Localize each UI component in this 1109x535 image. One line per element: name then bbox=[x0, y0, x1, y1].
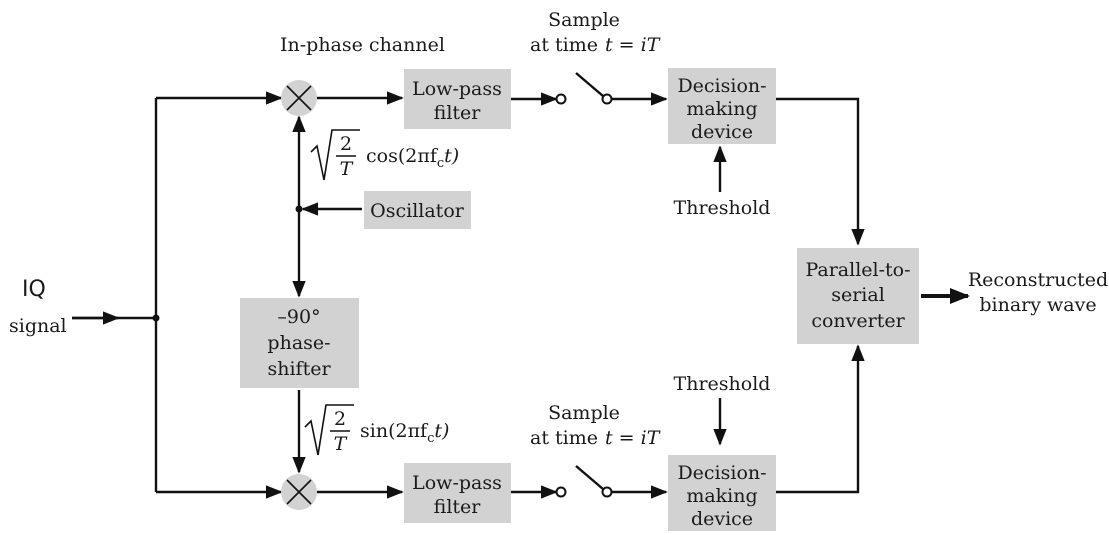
in-phase-channel-label: In-phase channel bbox=[280, 34, 445, 56]
oscillator-box: Oscillator bbox=[364, 191, 471, 229]
lower-sample-prefix: at time bbox=[530, 427, 598, 449]
sin-sqrt-num: 2 bbox=[334, 408, 346, 430]
input-signal-label: signal bbox=[9, 315, 67, 337]
p2s-line3: converter bbox=[811, 310, 905, 332]
upper-lowpass-filter: Low-pass filter bbox=[404, 69, 511, 129]
cos-term: cos(2πfct) bbox=[366, 145, 459, 171]
lower-sample-eq: t = iT bbox=[605, 427, 661, 449]
shifter-line3: shifter bbox=[267, 358, 331, 380]
lower-decision-device: Decision- making device bbox=[668, 455, 776, 531]
lower-lpf-line2: filter bbox=[434, 496, 482, 518]
sin-term-main: sin(2πf bbox=[360, 420, 429, 442]
upper-switch-out-terminal bbox=[601, 93, 613, 105]
sin-carrier-label: 2 T sin(2πfct) bbox=[304, 404, 449, 456]
upper-decision-device: Decision- making device bbox=[668, 68, 776, 144]
cos-term-close: t) bbox=[444, 145, 459, 167]
shifter-line1: –90° bbox=[277, 306, 320, 328]
p2s-line1: Parallel-to- bbox=[805, 259, 910, 281]
cos-sqrt-num: 2 bbox=[340, 133, 352, 155]
input-iq-label: IQ bbox=[22, 277, 46, 302]
lower-switch-arm bbox=[575, 465, 604, 490]
upper-multiplier bbox=[281, 80, 317, 116]
lower-switch-out-terminal bbox=[601, 486, 613, 498]
cos-carrier-label: 2 T cos(2πfct) bbox=[310, 129, 459, 181]
shifter-line2: phase- bbox=[267, 332, 330, 354]
cos-sqrt-den: T bbox=[340, 158, 354, 180]
cos-term-sub: c bbox=[437, 156, 444, 171]
lower-dec-line3: device bbox=[691, 508, 753, 530]
sin-term-close: t) bbox=[434, 420, 449, 442]
lower-dec-line1: Decision- bbox=[677, 462, 766, 484]
lower-switch-in-terminal bbox=[555, 486, 567, 498]
parallel-to-serial-box: Parallel-to- serial converter bbox=[797, 248, 919, 344]
lower-dec-to-p2s bbox=[776, 344, 865, 494]
upper-dec-line2: making bbox=[686, 98, 757, 120]
sin-sqrt-den: T bbox=[334, 433, 348, 455]
upper-sample-prefix: at time bbox=[530, 34, 598, 56]
lower-threshold-label: Threshold bbox=[674, 373, 771, 395]
upper-sample-eq: t = iT bbox=[605, 34, 661, 56]
lower-lowpass-filter: Low-pass filter bbox=[404, 463, 511, 523]
upper-lpf-line2: filter bbox=[434, 102, 482, 124]
upper-lpf-line1: Low-pass bbox=[412, 78, 502, 100]
upper-dec-line1: Decision- bbox=[677, 75, 766, 97]
sin-term-sub: c bbox=[427, 431, 434, 446]
osc-junction-dot bbox=[295, 205, 303, 213]
oscillator-label: Oscillator bbox=[370, 200, 465, 222]
p2s-line2: serial bbox=[831, 284, 885, 306]
upper-switch-arm bbox=[575, 72, 604, 97]
upper-dec-line3: device bbox=[691, 121, 753, 143]
sin-term: sin(2πfct) bbox=[360, 420, 449, 446]
upper-threshold-label: Threshold bbox=[674, 197, 771, 219]
output-label-line2: binary wave bbox=[979, 294, 1096, 316]
upper-switch-in-terminal bbox=[555, 93, 567, 105]
lower-sample-title: Sample bbox=[548, 402, 620, 424]
lower-lpf-line1: Low-pass bbox=[412, 472, 502, 494]
upper-dec-to-p2s bbox=[776, 97, 865, 246]
cos-term-main: cos(2πf bbox=[366, 145, 439, 167]
lower-dec-line2: making bbox=[686, 485, 757, 507]
output-label-line1: Reconstructed bbox=[968, 269, 1108, 291]
phase-shifter-box: –90° phase- shifter bbox=[240, 298, 359, 388]
upper-sample-title: Sample bbox=[548, 9, 620, 31]
lower-multiplier bbox=[281, 474, 317, 510]
